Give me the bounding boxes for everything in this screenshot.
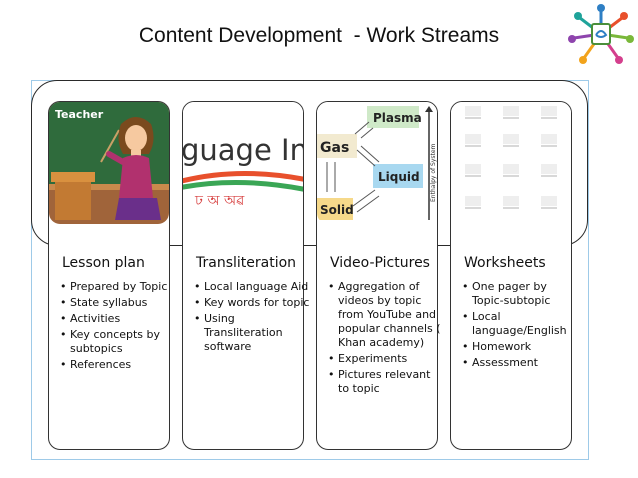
list-video-pictures: Aggregation of videos by topic from YouT… bbox=[328, 280, 444, 398]
list-item: Local language/English bbox=[462, 310, 578, 338]
list-item: References bbox=[60, 358, 176, 372]
card-title-transliteration: Transliteration bbox=[196, 255, 297, 271]
list-item: Prepared by Topic bbox=[60, 280, 176, 294]
list-lesson-plan: Prepared by Topic State syllabus Activit… bbox=[60, 280, 176, 374]
list-item: Key words for topic bbox=[194, 296, 310, 310]
list-item: Homework bbox=[462, 340, 578, 354]
svg-text:Liquid: Liquid bbox=[378, 170, 420, 184]
image-text-script: ঢ অ অৱ bbox=[194, 193, 245, 209]
teacher-label: Teacher bbox=[55, 108, 104, 121]
svg-text:Plasma: Plasma bbox=[373, 111, 422, 125]
list-item: Activities bbox=[60, 312, 176, 326]
svg-text:Gas: Gas bbox=[320, 140, 349, 156]
list-worksheets: One pager by Topic-subtopic Local langua… bbox=[462, 280, 578, 372]
worksheet-image bbox=[451, 102, 571, 224]
card-title-lesson-plan: Lesson plan bbox=[62, 255, 145, 271]
transliteration-image: guage Inp ঢ অ অৱ bbox=[183, 102, 303, 224]
list-item: Experiments bbox=[328, 352, 444, 366]
list-item: Using Transliteration software bbox=[194, 312, 310, 354]
card-title-video-pictures: Video-Pictures bbox=[330, 255, 430, 271]
list-item: Key concepts by subtopics bbox=[60, 328, 176, 356]
svg-text:Solid: Solid bbox=[320, 203, 354, 217]
list-item: State syllabus bbox=[60, 296, 176, 310]
list-item: Aggregation of videos by topic from YouT… bbox=[328, 280, 444, 350]
list-item: One pager by Topic-subtopic bbox=[462, 280, 578, 308]
states-of-matter-diagram: Plasma Gas Liquid Solid Enthalpy of Syst… bbox=[317, 102, 437, 224]
image-text-language-input: guage Inp bbox=[183, 133, 303, 167]
logo-icon bbox=[566, 2, 636, 68]
list-item: Pictures relevant to topic bbox=[328, 368, 444, 396]
page-title: Content Development - Work Streams bbox=[138, 24, 500, 47]
list-item: Local language Aid bbox=[194, 280, 310, 294]
svg-text:Enthalpy of System: Enthalpy of System bbox=[430, 143, 437, 202]
teacher-illustration: Teacher bbox=[49, 102, 169, 224]
card-title-worksheets: Worksheets bbox=[464, 255, 546, 271]
list-item: Assessment bbox=[462, 356, 578, 370]
list-transliteration: Local language Aid Key words for topic U… bbox=[194, 280, 310, 356]
